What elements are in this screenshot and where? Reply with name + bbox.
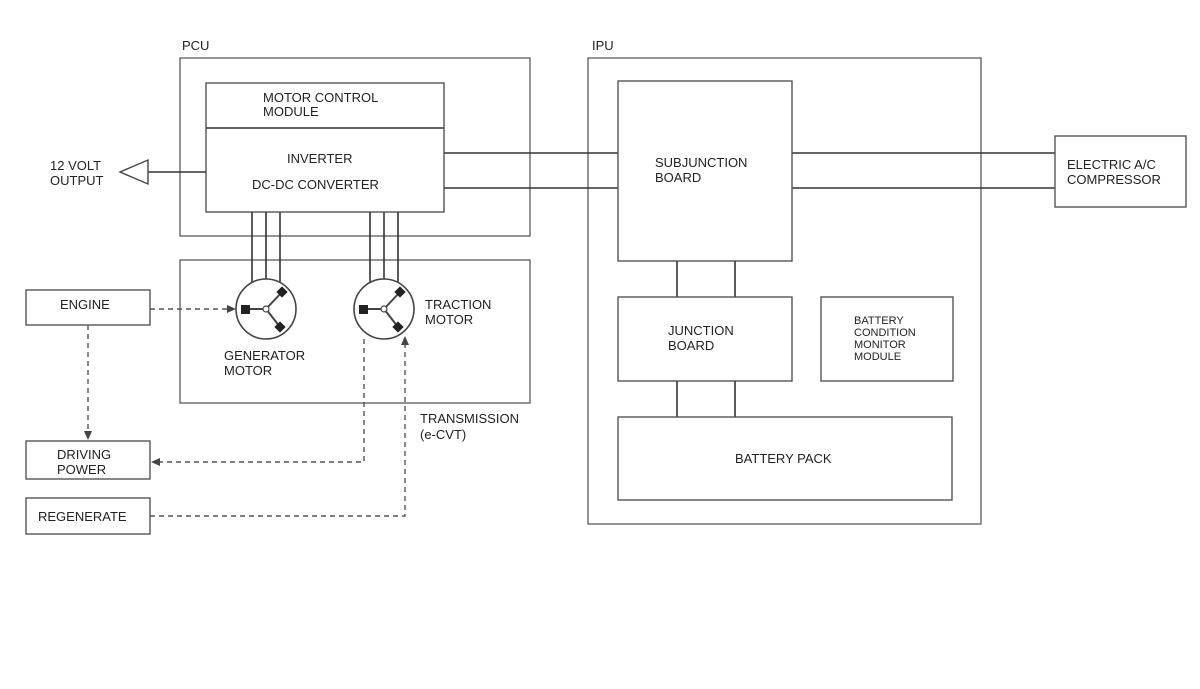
- subjunction-board-label: SUBJUNCTION: [655, 155, 747, 170]
- subjunction-board-box: [617, 80, 793, 262]
- pcu-label: PCU: [182, 38, 209, 53]
- driving-power-box: [25, 440, 151, 480]
- compressor-label-2: COMPRESSOR: [1067, 172, 1161, 187]
- output-arrow-icon: [118, 158, 149, 186]
- bcm-label-1: BATTERY: [854, 315, 904, 327]
- bcm-label-3: MONITOR: [854, 339, 906, 351]
- electric-ac-compressor-box: [1054, 135, 1187, 208]
- generator-motor-label-2: MOTOR: [224, 363, 272, 378]
- motor-control-module-label-2: MODULE: [263, 104, 319, 119]
- traction-to-driving-arrow-icon: [151, 458, 160, 466]
- ipu-label: IPU: [592, 38, 614, 53]
- subjunction-board-label-2: BOARD: [655, 170, 701, 185]
- regenerate-to-traction-arrow-icon: [401, 336, 409, 345]
- inverter-label: INVERTER: [287, 151, 353, 166]
- transmission-sublabel: (e-CVT): [420, 427, 466, 442]
- engine-to-driving-arrow-icon: [84, 431, 92, 440]
- driving-power-label: DRIVING: [57, 447, 111, 462]
- twelve-volt-label: 12 VOLT: [50, 158, 101, 173]
- junction-board-label: JUNCTION: [668, 323, 734, 338]
- traction-to-driving-flow: [160, 339, 365, 463]
- battery-pack-label: BATTERY PACK: [735, 451, 832, 466]
- engine-to-generator-arrow-icon: [227, 305, 236, 313]
- transmission-group: [179, 259, 531, 404]
- bcm-label-4: MODULE: [854, 351, 901, 363]
- driving-power-label-2: POWER: [57, 462, 106, 477]
- battery-pack-box: [617, 416, 953, 501]
- pcu-group: [179, 57, 531, 237]
- ipu-group: [587, 57, 982, 525]
- compressor-label: ELECTRIC A/C: [1067, 157, 1156, 172]
- regenerate-to-traction-flow: [150, 344, 406, 517]
- generator-motor-icon: [235, 278, 297, 340]
- junction-board-label-2: BOARD: [668, 338, 714, 353]
- junction-board-box: [617, 296, 793, 382]
- battery-condition-monitor-box: [820, 296, 954, 382]
- motor-control-module-label: MOTOR CONTROL: [263, 90, 378, 105]
- engine-label: ENGINE: [60, 297, 110, 312]
- output-label: OUTPUT: [50, 173, 104, 188]
- engine-box: [25, 289, 151, 326]
- dcdc-converter-label: DC-DC CONVERTER: [252, 177, 379, 192]
- pcu-module-box: [205, 82, 445, 213]
- traction-motor-label: TRACTION: [425, 297, 491, 312]
- regenerate-label: REGENERATE: [38, 509, 127, 524]
- traction-motor-icon: [353, 278, 415, 340]
- traction-motor-label-2: MOTOR: [425, 312, 473, 327]
- generator-motor-label: GENERATOR: [224, 348, 305, 363]
- bcm-label-2: CONDITION: [854, 327, 916, 339]
- transmission-label: TRANSMISSION: [420, 411, 519, 426]
